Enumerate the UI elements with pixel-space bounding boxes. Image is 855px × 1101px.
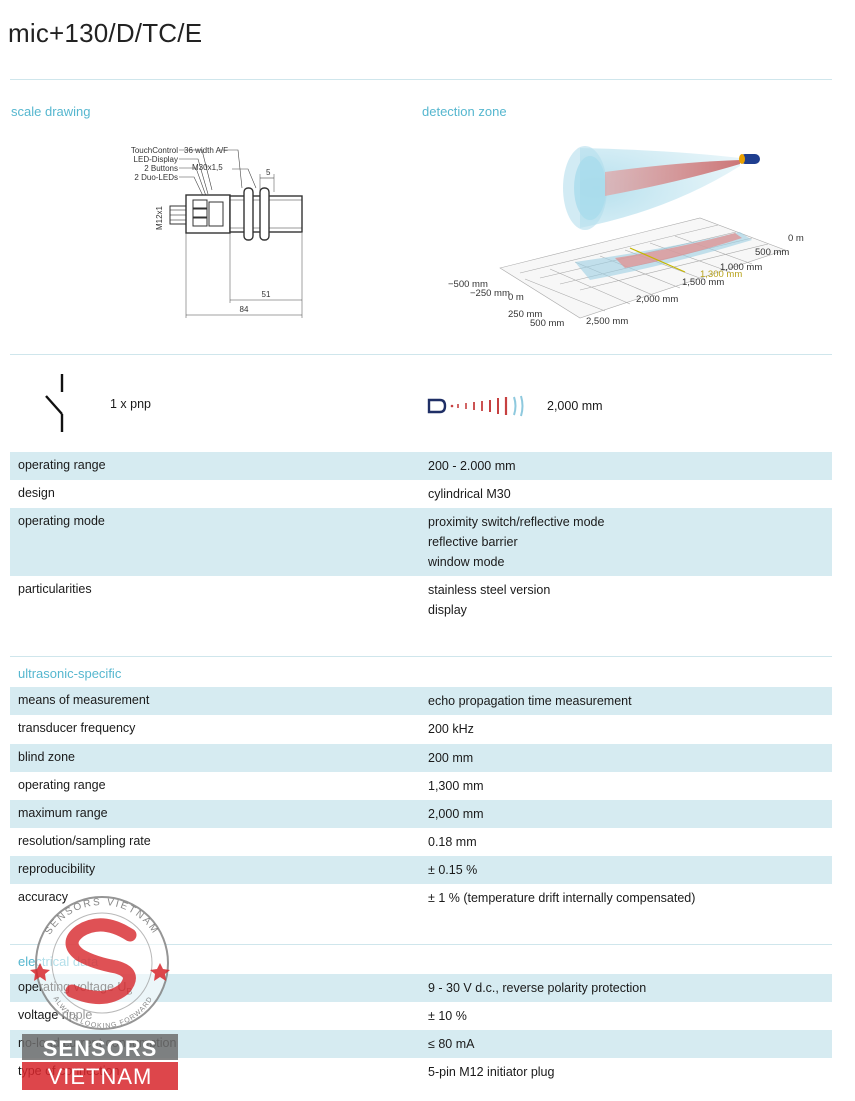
table-row: transducer frequency 200 kHz bbox=[10, 715, 832, 744]
row-value: ± 0.15 % bbox=[428, 863, 478, 877]
label-m12: M12x1 bbox=[155, 205, 164, 230]
divider bbox=[10, 354, 832, 355]
row-key: maximum range bbox=[18, 806, 108, 820]
table-row: operating range 200 - 2.000 mm bbox=[10, 452, 832, 480]
table-row: means of measurement echo propagation tim… bbox=[10, 687, 832, 715]
label-touchcontrol: TouchControl bbox=[131, 146, 178, 155]
switch-output-icon bbox=[45, 374, 64, 432]
row-key: operating mode bbox=[18, 514, 105, 528]
dim-84: 84 bbox=[240, 305, 249, 314]
row-key: resolution/sampling rate bbox=[18, 834, 151, 848]
zone-label-p500-right: 500 mm bbox=[755, 247, 789, 258]
general-spec-table: operating range 200 - 2.000 mm design cylin… bbox=[10, 452, 832, 632]
row-value: stainless steel version bbox=[428, 583, 551, 597]
row-value: 200 kHz bbox=[428, 722, 474, 736]
detection-zone-diagram: −500 mm −250 mm 0 m 250 mm 500 mm 0 m 50… bbox=[448, 146, 804, 329]
scale-drawing: TouchControl LED-Display 2 Buttons 2 Duo… bbox=[131, 146, 303, 318]
row-value: 200 mm bbox=[428, 751, 474, 765]
row-value: 200 - 2.000 mm bbox=[428, 459, 516, 473]
table-row: operating range 1,300 mm bbox=[10, 772, 832, 800]
row-value: reflective barrier bbox=[428, 535, 518, 549]
row-key: particularities bbox=[18, 582, 92, 596]
zone-label-p2500: 2,500 mm bbox=[586, 316, 628, 327]
table-row: reproducibility ± 0.15 % bbox=[10, 856, 832, 884]
label-duo-leds: 2 Duo-LEDs bbox=[134, 173, 178, 182]
divider bbox=[10, 656, 832, 657]
watermark-line2: VIETNAM bbox=[48, 1064, 153, 1089]
row-value: proximity switch/reflective mode bbox=[428, 515, 605, 529]
row-value: ± 10 % bbox=[428, 1009, 467, 1023]
row-key: operating range bbox=[18, 778, 106, 792]
output-label: 1 x pnp bbox=[110, 397, 152, 411]
row-value: 2,000 mm bbox=[428, 807, 484, 821]
ultrasonic-range-icon bbox=[427, 395, 524, 417]
table-row: particularities stainless steel version di… bbox=[10, 576, 832, 636]
row-value: echo propagation time measurement bbox=[428, 694, 632, 708]
ultrasonic-spec-table: means of measurement echo propagation tim… bbox=[10, 687, 832, 927]
zone-label-p1000: 1,000 mm bbox=[720, 262, 762, 273]
row-value: 5-pin M12 initiator plug bbox=[428, 1065, 555, 1079]
row-value: display bbox=[428, 603, 467, 617]
row-key: design bbox=[18, 486, 55, 500]
zone-label-p500-left: 500 mm bbox=[530, 318, 564, 329]
label-led-display: LED-Display bbox=[134, 155, 178, 164]
zone-label-p2000: 2,000 mm bbox=[636, 294, 678, 305]
row-key: blind zone bbox=[18, 750, 75, 764]
ultrasonic-heading: ultrasonic-specific bbox=[18, 666, 122, 681]
table-row: accuracy ± 1 % (temperature drift interna… bbox=[10, 884, 832, 936]
label-thread: M30x1,5 bbox=[192, 163, 223, 172]
zone-label-p1500: 1,500 mm bbox=[682, 277, 724, 288]
page-title: mic+130/D/TC/E bbox=[8, 18, 203, 48]
divider bbox=[10, 79, 832, 80]
table-row: resolution/sampling rate 0.18 mm bbox=[10, 828, 832, 856]
detection-zone-heading: detection zone bbox=[422, 104, 507, 119]
row-key: means of measurement bbox=[18, 693, 150, 707]
row-value: ± 1 % (temperature drift internally comp… bbox=[428, 891, 696, 905]
table-row: operating mode proximity switch/reflectiv… bbox=[10, 508, 832, 576]
zone-label-p1300: 1,300 mm bbox=[700, 269, 742, 280]
row-key: operating range bbox=[18, 458, 106, 472]
watermark-line1: SENSORS bbox=[43, 1036, 158, 1061]
zone-label-zero-left: 0 m bbox=[508, 292, 524, 303]
table-row: blind zone 200 mm bbox=[10, 744, 832, 772]
dim-51: 51 bbox=[262, 290, 271, 299]
scale-drawing-heading: scale drawing bbox=[11, 104, 91, 119]
label-width-af: 36 width A/F bbox=[184, 146, 228, 155]
range-label: 2,000 mm bbox=[547, 399, 603, 413]
row-value: 1,300 mm bbox=[428, 779, 484, 793]
table-row: design cylindrical M30 bbox=[10, 480, 832, 508]
row-value: ≤ 80 mA bbox=[428, 1037, 475, 1051]
row-value: window mode bbox=[428, 555, 505, 569]
row-key: accuracy bbox=[18, 890, 69, 904]
zone-label-zero-right: 0 m bbox=[788, 233, 804, 244]
row-key: reproducibility bbox=[18, 862, 96, 876]
row-value: 9 - 30 V d.c., reverse polarity protecti… bbox=[428, 981, 647, 995]
row-key: transducer frequency bbox=[18, 721, 136, 735]
label-buttons: 2 Buttons bbox=[144, 164, 178, 173]
row-value: cylindrical M30 bbox=[428, 487, 511, 501]
label-five: 5 bbox=[266, 168, 271, 177]
table-row: maximum range 2,000 mm bbox=[10, 800, 832, 828]
row-value: 0.18 mm bbox=[428, 835, 477, 849]
zone-label-p250: 250 mm bbox=[508, 309, 542, 320]
sensors-vietnam-watermark: SENSORS VIETNAM ALWAYS LOOKING FORWARD S… bbox=[22, 896, 178, 1090]
zone-label-m500: −500 mm bbox=[448, 279, 488, 290]
zone-label-m250: −250 mm bbox=[470, 288, 510, 299]
divider bbox=[10, 944, 832, 945]
